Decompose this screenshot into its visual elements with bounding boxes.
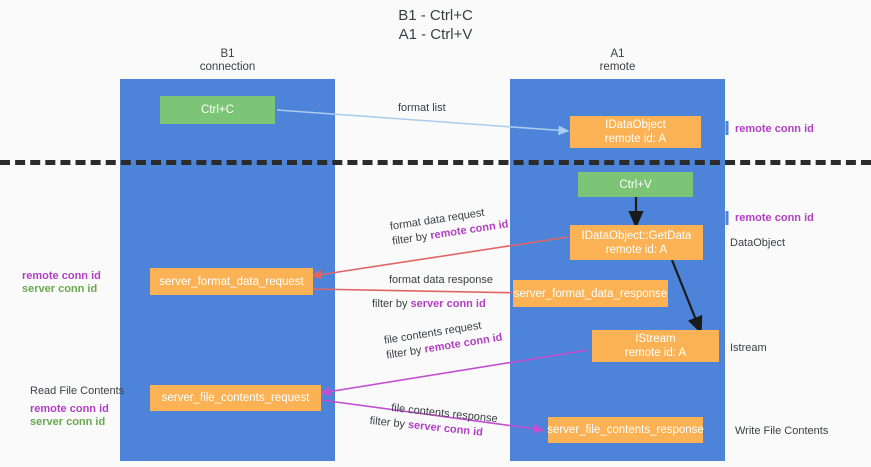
annotation-istream: Istream: [730, 342, 767, 354]
edge-label-file-contents-request: file contents request filter by remote c…: [383, 316, 504, 364]
arrow-format-data-response: [311, 288, 530, 298]
annotation-dataobject: DataObject: [730, 237, 786, 249]
filter-prefix-2: filter by: [372, 298, 411, 310]
edge-label-format-list: format list: [398, 102, 446, 114]
annotation-left-server-conn-id: server conn id: [22, 283, 98, 295]
node-ctrl-v[interactable]: Ctrl+V: [578, 172, 693, 197]
filter-key-server-conn-id: server conn id: [410, 298, 486, 310]
edge-label-format-data-response-filter: filter by server conn id: [372, 297, 486, 312]
edge-label-format-data-response: format data response: [389, 274, 493, 286]
edge-label-format-data-request: format data request filter by remote con…: [389, 202, 510, 249]
node-server-format-data-response[interactable]: server_format_data_response: [513, 280, 668, 307]
filter-prefix-4: filter by: [369, 414, 409, 431]
column-header-a1: A1 remote: [599, 48, 636, 73]
node-server-format-data-request[interactable]: server_format_data_request: [150, 268, 313, 295]
node-server-file-contents-response[interactable]: server_file_contents_response: [547, 417, 704, 443]
node-server-file-contents-request[interactable]: server_file_contents_request: [150, 385, 321, 411]
column-header-b1: B1 connection: [199, 48, 256, 73]
annotation-read-file-contents: Read File Contents: [30, 385, 125, 397]
node-ctrl-c[interactable]: Ctrl+C: [160, 96, 275, 124]
node-idataobject-top[interactable]: IDataObject remote id: A: [570, 116, 701, 148]
annotation-left-remote-conn-id-2: remote conn id: [30, 403, 109, 415]
annotation-write-file-contents: Write File Contents: [735, 425, 829, 437]
annotation-remote-conn-id-mid: remote conn id: [735, 212, 814, 224]
page-title: B1 - Ctrl+C A1 - Ctrl+V: [398, 7, 473, 43]
annotation-left-remote-conn-id: remote conn id: [22, 270, 101, 282]
annotation-left-server-conn-id-2: server conn id: [30, 416, 106, 428]
section-divider: [0, 160, 871, 165]
node-idataobject-getdata[interactable]: IDataObject::GetData remote id: A: [570, 225, 703, 260]
edge-label-file-contents-response: file contents response filter by server …: [369, 399, 498, 442]
node-istream[interactable]: IStream remote id: A: [592, 330, 719, 362]
annotation-remote-conn-id-top: remote conn id: [735, 123, 814, 135]
